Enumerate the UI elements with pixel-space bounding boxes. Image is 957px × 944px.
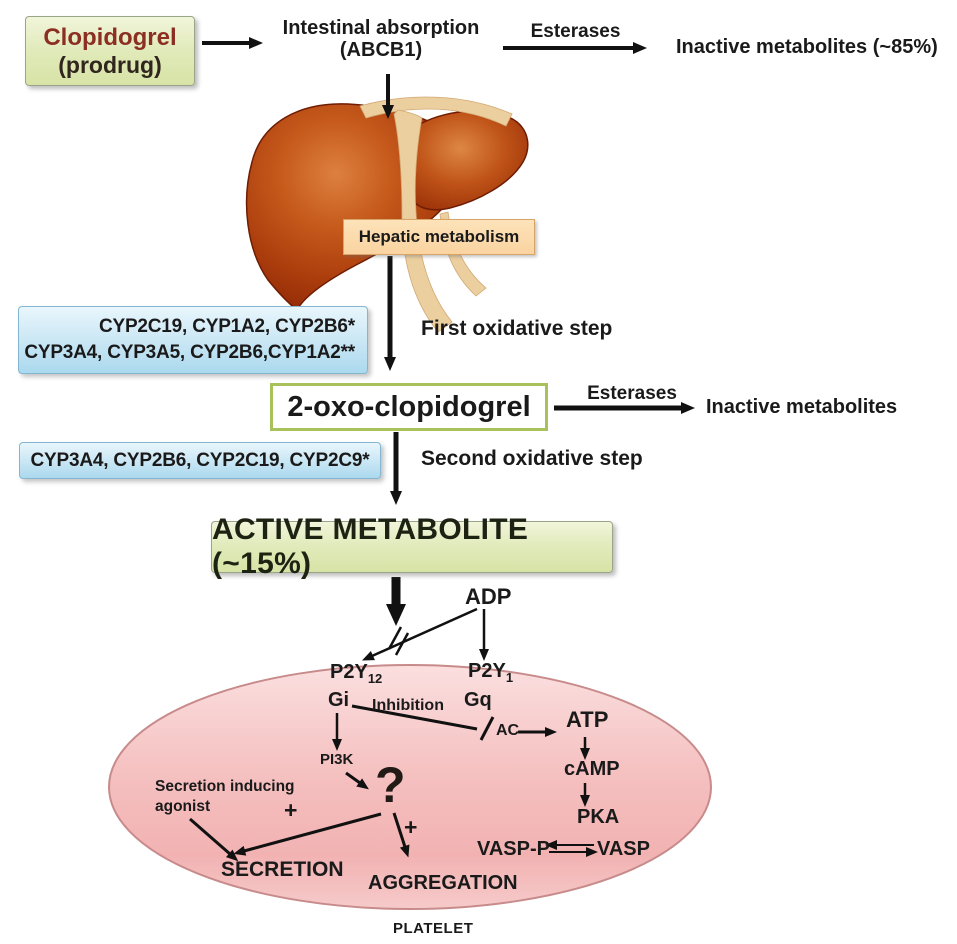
p2y1-sub: 1 xyxy=(505,670,514,685)
gq-label: Gq xyxy=(464,689,492,711)
arrow-pi3k-to-question xyxy=(345,771,369,790)
oxo-clopidogrel-label: 2-oxo-clopidogrel xyxy=(287,390,531,423)
aggregation-label: AGGREGATION xyxy=(368,872,518,894)
inhibition-label: Inhibition xyxy=(372,697,444,714)
intestinal-absorption-label: Intestinal absorption (ABCB1) xyxy=(260,17,502,61)
inhibition-slash-ac xyxy=(479,716,495,741)
clopidogrel-label: Clopidogrel xyxy=(43,23,177,51)
hepatic-metabolism-box: Hepatic metabolism xyxy=(343,219,535,255)
liver-ligament-top xyxy=(359,96,513,127)
oxo-clopidogrel-box: 2-oxo-clopidogrel xyxy=(270,383,548,431)
question-mark-label: ? xyxy=(375,757,406,813)
camp-label: cAMP xyxy=(564,758,620,780)
p2y1-base: P2Y xyxy=(468,660,506,682)
line-gi-inhibition-ac xyxy=(351,704,478,731)
clopidogrel-box: Clopidogrel (prodrug) xyxy=(25,16,195,86)
vasp-label: VASP xyxy=(597,838,650,860)
secretion-label: SECRETION xyxy=(221,858,344,881)
p2y1-label: P2Y1 xyxy=(468,660,513,685)
secretion-agonist-label: Secretion inducing agonist xyxy=(155,777,295,817)
arrow-question-to-aggregation xyxy=(392,812,410,858)
arrow-question-to-secretion xyxy=(233,812,382,856)
liver-falciform-ligament xyxy=(393,109,453,333)
ac-label: AC xyxy=(496,722,520,739)
secretion-agonist-line1: Secretion inducing xyxy=(155,778,295,795)
arrow-agonist-to-secretion xyxy=(189,817,239,862)
hepatic-metabolism-label: Hepatic metabolism xyxy=(358,227,520,246)
plus-secretion-label: + xyxy=(284,797,298,823)
abcb1-line2: (ABCB1) xyxy=(339,39,423,61)
liver-right-lobe xyxy=(404,110,529,211)
atp-label: ATP xyxy=(566,707,609,732)
gi-label: Gi xyxy=(328,689,350,711)
active-metabolite-box: ACTIVE METABOLITE (~15%) xyxy=(211,513,613,580)
liver-illustration xyxy=(245,96,529,333)
plus-aggregation-label: + xyxy=(404,814,418,840)
pathway-arrows xyxy=(189,37,695,862)
vasp-p-label: VASP-P xyxy=(477,838,550,860)
prodrug-label: (prodrug) xyxy=(58,51,162,78)
adp-label: ADP xyxy=(465,584,512,609)
arrow-adp-to-p2y12 xyxy=(361,607,478,661)
intestinal-absorption-line1: Intestinal absorption xyxy=(282,17,480,39)
platelet-label: PLATELET xyxy=(393,920,474,937)
inactive-metabolites-mid-label: Inactive metabolites xyxy=(706,396,898,418)
first-oxidative-step-label: First oxidative step xyxy=(421,317,613,340)
cyp-second-line: CYP3A4, CYP2B6, CYP2C19, CYP2C9* xyxy=(30,449,370,471)
block-slash-1 xyxy=(387,626,403,650)
pi3k-label: PI3K xyxy=(320,751,354,768)
block-slash-2 xyxy=(394,632,410,656)
inactive-metabolites-top-label: Inactive metabolites (~85%) xyxy=(676,36,938,58)
pka-label: PKA xyxy=(577,806,620,828)
cyp-first-line1: CYP2C19, CYP1A2, CYP2B6* xyxy=(98,316,355,337)
second-oxidative-step-label: Second oxidative step xyxy=(421,447,643,470)
cyp-second-step-box: CYP3A4, CYP2B6, CYP2C19, CYP2C9* xyxy=(19,442,381,479)
cyp-first-line2: CYP3A4, CYP3A5, CYP2B6,CYP1A2** xyxy=(24,342,355,363)
cyp-first-step-box: CYP2C19, CYP1A2, CYP2B6* CYP3A4, CYP3A5,… xyxy=(18,306,368,374)
secretion-agonist-line2: agonist xyxy=(155,798,211,815)
p2y12-label: P2Y12 xyxy=(330,661,382,686)
active-metabolite-label: ACTIVE METABOLITE (~15%) xyxy=(212,513,529,580)
p2y12-base: P2Y xyxy=(330,661,368,683)
esterases-mid-label: Esterases xyxy=(587,383,677,404)
esterases-top-label: Esterases xyxy=(530,21,621,42)
p2y12-sub: 12 xyxy=(367,671,383,686)
